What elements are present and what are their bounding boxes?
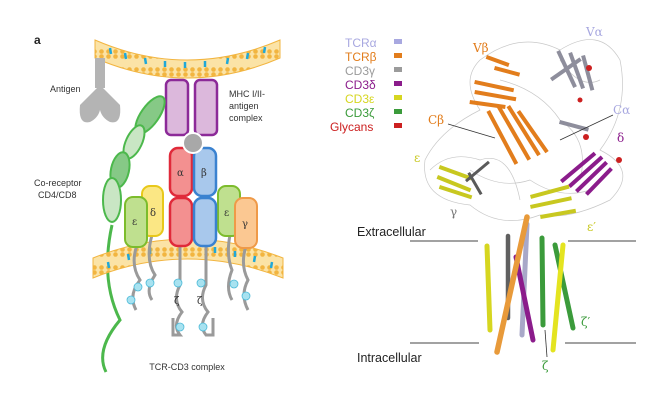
mhc-complex [164,78,219,137]
phospho-stars [126,278,251,332]
beta-label: β [201,168,207,179]
legend-swatch [394,123,402,128]
cd3-epsilon-delta-left [124,185,164,248]
legend-swatch [394,109,402,114]
transmembrane-helices [484,214,576,355]
antigen-label: Antigen [50,84,81,94]
v-beta-label: Vβ [472,41,489,55]
legend-swatch [394,67,402,72]
legend-cd3-delta: CD3δ [345,78,376,92]
coreceptor-label-line1: Co-receptor [34,178,82,188]
alpha-label: α [177,168,184,179]
tcr-alpha-beta [168,132,218,248]
legend-cd3-epsilon: CD3ε [345,92,375,106]
zeta-structure-label: ζ [542,359,549,373]
bottom-membrane [92,238,284,279]
zeta-left-label: ζ [174,296,180,307]
panel-letter: a [34,33,41,47]
legend-swatch [394,81,402,86]
c-alpha-label: Cα [613,103,630,117]
legend-swatch [394,53,402,58]
coreceptor [101,95,166,373]
complex-label: TCR-CD3 complex [149,362,225,372]
legend-swatch [394,39,402,44]
delta-structure-label: δ [617,131,624,145]
epsilon-prime-label: ε′ [587,220,596,234]
zeta-prime-label: ζ′ [581,315,591,329]
legend-glycans: Glycans [330,120,373,134]
gamma-structure-label: γ [450,205,457,219]
mhc-label-line3: complex [229,113,263,123]
gamma-label: γ [242,219,248,230]
delta-label: δ [150,208,156,219]
legend-cd3-zeta: CD3ζ [345,106,375,120]
legend-tcr-beta: TCRβ [345,50,377,64]
c-beta-label: Cβ [428,113,444,127]
extracellular-label: Extracellular [357,225,426,239]
v-alpha-label: Vα [585,25,603,39]
epsilon-structure-label: ε [414,151,420,165]
mhc-label-line2: antigen [229,101,259,111]
coreceptor-label-line2: CD4/CD8 [38,190,77,200]
top-membrane [94,39,281,79]
legend-cd3-gamma: CD3γ [345,64,375,78]
antigen-shape [79,58,121,123]
zeta-right-label: ζ [197,296,203,307]
legend-swatch [394,95,402,100]
legend: TCRα TCRβ CD3γ CD3δ CD3ε CD3ζ Glycans [330,36,402,134]
protein-structure [424,39,624,358]
legend-tcr-alpha: TCRα [345,36,377,50]
epsilon-right-label: ε [224,208,229,219]
intracellular-label: Intracellular [357,351,422,365]
epsilon-left-label: ε [132,217,137,228]
cd3-epsilon-gamma-right [217,185,258,249]
mhc-label-line1: MHC I/II- [229,89,265,99]
membrane-boundaries [410,240,636,344]
